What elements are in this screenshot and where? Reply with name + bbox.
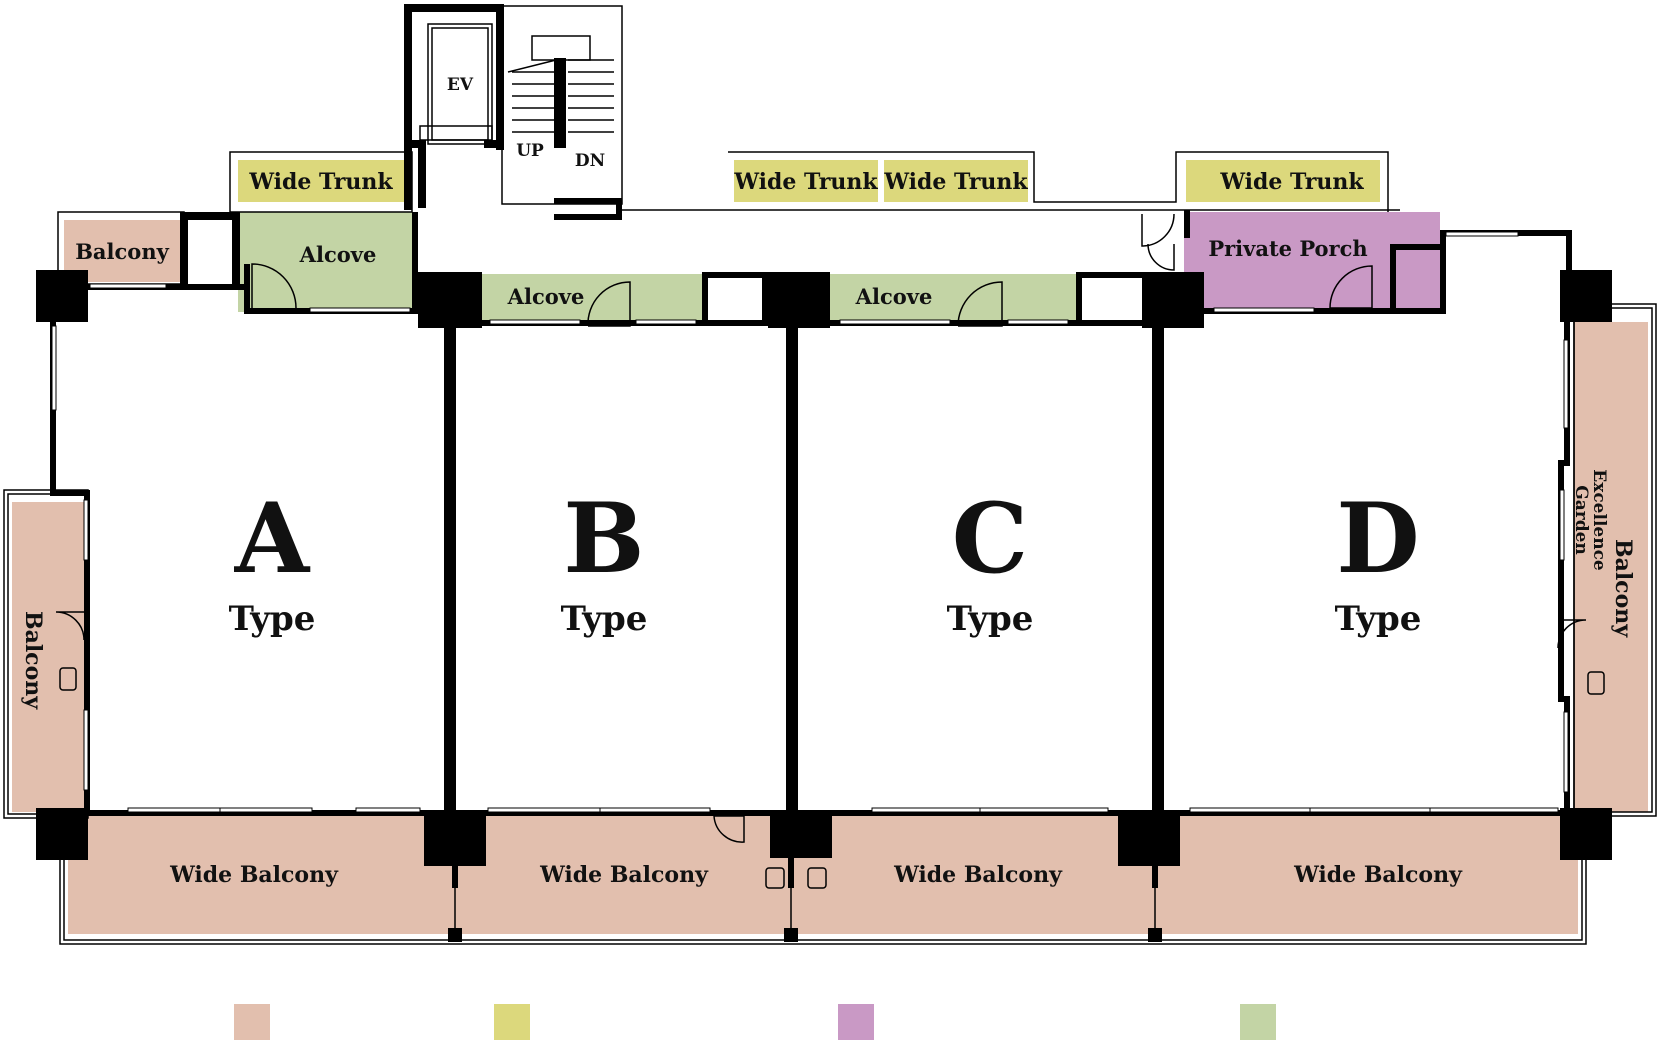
- column: [1560, 808, 1612, 860]
- ev-label: EV: [447, 75, 474, 95]
- alcove-label-2: Alcove: [507, 284, 585, 309]
- right-balcony-label: Balcony: [1610, 539, 1636, 638]
- private-porch-label: Private Porch: [1208, 236, 1367, 261]
- column: [1560, 270, 1612, 322]
- wide-balcony-label-d: Wide Balcony: [1293, 862, 1463, 888]
- legend-swatch-trunk: [494, 1004, 530, 1040]
- unit-d-letter: D: [1336, 482, 1419, 595]
- column: [770, 810, 832, 858]
- alcove-zone-2: [482, 274, 702, 324]
- left-balcony-zone: [12, 502, 86, 812]
- wide-trunk-zone-1: [238, 160, 404, 202]
- unit-b-type: Type: [561, 599, 648, 639]
- wide-trunk-label-4: Wide Trunk: [1219, 169, 1364, 195]
- column: [768, 272, 830, 328]
- trunk-zones: [238, 160, 1380, 202]
- unit-c-letter: C: [952, 482, 1028, 595]
- up-label: UP: [516, 141, 544, 161]
- excellence-garden-label-2: Garden: [1571, 485, 1591, 555]
- porch-zones: [1184, 212, 1440, 312]
- wide-trunk-label-3: Wide Trunk: [883, 169, 1028, 195]
- left-balcony-label: Balcony: [20, 611, 46, 710]
- doors: [55, 213, 1587, 843]
- right-balcony-zone: [1574, 322, 1648, 812]
- wide-trunk-zone-2: [734, 160, 878, 202]
- private-porch-zone: [1184, 212, 1440, 312]
- party-wall-bc: [786, 328, 798, 810]
- column: [424, 810, 486, 866]
- legend: [234, 1004, 1276, 1040]
- wide-balcony-label-b: Wide Balcony: [539, 862, 709, 888]
- walls: [36, 4, 1612, 942]
- party-wall-cd: [1152, 328, 1164, 810]
- wide-balcony-label-a: Wide Balcony: [169, 862, 339, 888]
- unit-b-letter: B: [563, 482, 644, 595]
- wide-trunk-label-1: Wide Trunk: [248, 169, 393, 195]
- stair-treads: [507, 35, 614, 133]
- unit-a-letter: A: [234, 482, 311, 595]
- column: [1142, 272, 1204, 328]
- legend-swatch-alcove: [1240, 1004, 1276, 1040]
- column: [1118, 810, 1180, 866]
- alcove-label-1: Alcove: [299, 242, 377, 267]
- wide-balcony-label-c: Wide Balcony: [893, 862, 1063, 888]
- party-wall-ab: [444, 328, 456, 810]
- wide-trunk-label-2: Wide Trunk: [733, 169, 878, 195]
- unit-d-type: Type: [1335, 599, 1422, 639]
- outlines: [3, 5, 1657, 945]
- unit-c-type: Type: [947, 599, 1034, 639]
- alcove-zone-1: [238, 212, 418, 312]
- column: [36, 808, 88, 860]
- excellence-garden-label-1: Excellence: [1589, 469, 1609, 571]
- small-balcony-label: Balcony: [75, 239, 169, 264]
- windows: [51, 231, 1605, 889]
- wide-trunk-zone-4: [1186, 160, 1380, 202]
- column: [418, 272, 482, 328]
- dn-label: DN: [575, 151, 605, 171]
- alcove-zone-3: [830, 274, 1076, 324]
- wide-trunk-zone-3: [884, 160, 1028, 202]
- legend-swatch-porch: [838, 1004, 874, 1040]
- column: [36, 270, 88, 322]
- room-labels: EV UP DN Wide Trunk Wide Trunk Wide Trun…: [20, 75, 1636, 888]
- legend-swatch-balcony: [234, 1004, 270, 1040]
- alcove-zones: [238, 212, 1076, 324]
- alcove-label-3: Alcove: [855, 284, 933, 309]
- unit-a-type: Type: [229, 599, 316, 639]
